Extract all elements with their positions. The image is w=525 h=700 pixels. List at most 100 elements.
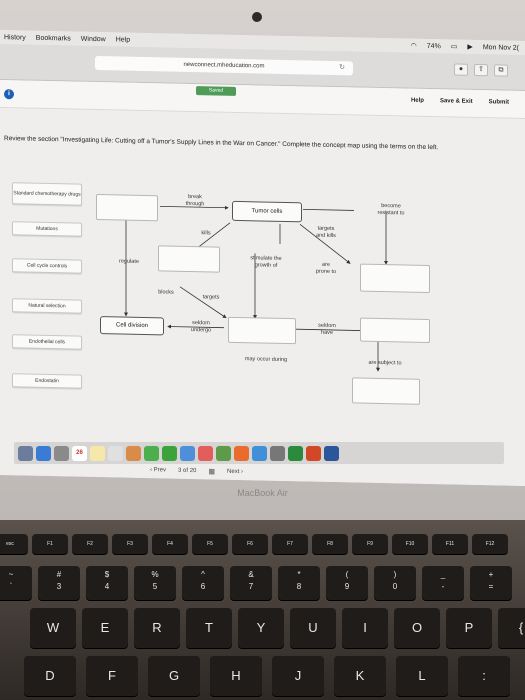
node-cell-division: Cell division xyxy=(100,316,164,336)
safari-icon[interactable] xyxy=(36,445,51,461)
prev-button[interactable]: ‹ Prev xyxy=(150,467,167,474)
key-f8[interactable]: F8 xyxy=(312,534,348,554)
slot-2[interactable] xyxy=(158,245,220,273)
slot-5[interactable] xyxy=(360,317,430,344)
key-l[interactable]: L xyxy=(396,656,448,696)
key-g[interactable]: G xyxy=(148,656,200,696)
key-=[interactable]: += xyxy=(470,566,512,600)
label-become-resistant: become resistant to xyxy=(377,202,405,216)
key-r[interactable]: R xyxy=(134,608,180,648)
key-f[interactable]: F xyxy=(86,656,138,696)
play-icon[interactable]: ▶ xyxy=(467,43,473,51)
label-blocks: blocks xyxy=(158,289,174,296)
arrow-break-through xyxy=(160,205,229,210)
key-w[interactable]: W xyxy=(30,608,76,648)
finder-icon[interactable] xyxy=(18,445,33,461)
battery-icon[interactable]: ▭ xyxy=(450,43,458,51)
key-f7[interactable]: F7 xyxy=(272,534,308,554)
key-8[interactable]: *8 xyxy=(278,566,320,600)
appstore-icon[interactable] xyxy=(252,445,267,461)
tabs-icon[interactable]: ⧉ xyxy=(494,64,508,77)
key-f4[interactable]: F4 xyxy=(152,534,188,554)
key-y[interactable]: Y xyxy=(238,608,284,648)
address-bar[interactable]: newconnect.mheducation.com ↻ xyxy=(95,55,353,76)
key-f2[interactable]: F2 xyxy=(72,534,108,554)
submit-button[interactable]: Submit xyxy=(488,99,509,106)
slot-3[interactable] xyxy=(360,263,430,294)
music-icon[interactable] xyxy=(198,445,213,461)
key-d[interactable]: D xyxy=(24,656,76,696)
key-t[interactable]: T xyxy=(186,608,232,648)
word-icon[interactable] xyxy=(324,445,339,461)
next-button[interactable]: Next › xyxy=(227,468,244,476)
keynote-icon[interactable] xyxy=(234,445,249,461)
key--[interactable]: _- xyxy=(422,566,464,600)
key-h[interactable]: H xyxy=(210,656,262,696)
maps-icon[interactable] xyxy=(180,445,195,461)
key-glyph: 5 xyxy=(152,582,158,591)
arrow-seldom-undergo xyxy=(167,324,224,329)
key-`[interactable]: ~` xyxy=(0,566,32,600)
grid-icon[interactable]: ▦ xyxy=(208,468,216,476)
node-tumor-cells: Tumor cells xyxy=(232,200,302,223)
label-kills: kills xyxy=(201,230,211,237)
concept-map-connectors xyxy=(124,205,388,372)
key-e[interactable]: E xyxy=(82,608,128,648)
key-p[interactable]: P xyxy=(446,608,492,648)
key-f10[interactable]: F10 xyxy=(392,534,428,554)
key-k[interactable]: K xyxy=(334,656,386,696)
slot-1[interactable] xyxy=(96,194,158,222)
key-f11[interactable]: F11 xyxy=(432,534,468,554)
key-j[interactable]: J xyxy=(272,656,324,696)
key-shift-glyph: _ xyxy=(440,570,446,579)
slot-4[interactable] xyxy=(228,316,296,345)
key-f9[interactable]: F9 xyxy=(352,534,388,554)
menu-window[interactable]: Window xyxy=(80,35,106,43)
numbers-icon[interactable] xyxy=(216,445,231,461)
launchpad-icon[interactable] xyxy=(54,445,69,461)
key-4[interactable]: $4 xyxy=(86,566,128,600)
reminders-icon[interactable] xyxy=(108,445,123,461)
key-5[interactable]: %5 xyxy=(134,566,176,600)
key-0[interactable]: )0 xyxy=(374,566,416,600)
key-3[interactable]: #3 xyxy=(38,566,80,600)
key-u[interactable]: U xyxy=(290,608,336,648)
clock[interactable]: Mon Nov 2( xyxy=(482,43,519,52)
key-f5[interactable]: F5 xyxy=(192,534,228,554)
facetime-icon[interactable] xyxy=(162,445,177,461)
key-6[interactable]: ^6 xyxy=(182,566,224,600)
key-f3[interactable]: F3 xyxy=(112,534,148,554)
excel-icon[interactable] xyxy=(288,445,303,461)
calendar-icon[interactable]: 26 xyxy=(72,445,87,461)
messages-icon[interactable] xyxy=(144,445,159,461)
key-f6[interactable]: F6 xyxy=(232,534,268,554)
key-{[interactable]: { xyxy=(498,608,525,648)
key-:[interactable]: : xyxy=(458,656,510,696)
key-f12[interactable]: F12 xyxy=(472,534,508,554)
settings-icon[interactable] xyxy=(270,445,285,461)
wifi-icon[interactable]: ◠ xyxy=(410,42,417,50)
help-link[interactable]: Help xyxy=(410,97,424,104)
share-icon[interactable]: ⇧ xyxy=(474,63,488,77)
key-f1[interactable]: F1 xyxy=(32,534,68,554)
reload-icon[interactable]: ↻ xyxy=(339,64,345,72)
key-shift-glyph: ( xyxy=(345,570,349,579)
key-o[interactable]: O xyxy=(394,608,440,648)
slot-6[interactable] xyxy=(352,377,420,405)
menu-help[interactable]: Help xyxy=(115,35,131,44)
info-icon[interactable]: i xyxy=(4,89,14,100)
key-esc[interactable]: esc xyxy=(0,534,28,554)
powerpoint-icon[interactable] xyxy=(306,445,321,461)
save-exit-button[interactable]: Save & Exit xyxy=(439,98,473,105)
photos-icon[interactable] xyxy=(126,445,141,461)
extension-icon[interactable]: ● xyxy=(454,63,468,76)
key-9[interactable]: (9 xyxy=(326,566,368,600)
menu-history[interactable]: History xyxy=(4,33,26,42)
key-7[interactable]: &7 xyxy=(230,566,272,600)
key-glyph: 6 xyxy=(200,582,206,591)
key-i[interactable]: I xyxy=(342,608,388,648)
notes-icon[interactable] xyxy=(90,445,105,461)
key-glyph: = xyxy=(488,582,494,591)
key-glyph: 7 xyxy=(248,582,254,591)
menu-bookmarks[interactable]: Bookmarks xyxy=(35,34,71,42)
